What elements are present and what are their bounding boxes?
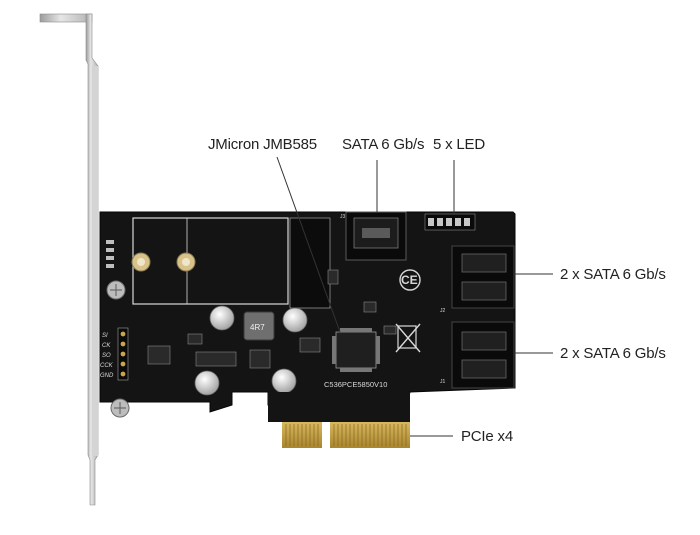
sata-port-group-1-connector bbox=[451, 245, 515, 309]
chipset-label: JMicron JMB585 bbox=[208, 136, 317, 153]
callout-line-jmicron bbox=[276, 156, 341, 333]
sata-port-group-2-connector bbox=[451, 321, 515, 389]
silkscreen-text: C536PCE5850V10 4R7 CE SI CK SO CCK GND J… bbox=[100, 214, 446, 389]
led-label: 5 x LED bbox=[433, 136, 485, 153]
part-number-marking: C536PCE5850V10 bbox=[324, 380, 387, 389]
compliance-marks bbox=[395, 269, 421, 353]
sata-port-group-1-label: 2 x SATA 6 Gb/s bbox=[560, 266, 666, 283]
mounting-bracket bbox=[39, 13, 99, 506]
inductor-marking: 4R7 bbox=[250, 323, 265, 332]
led-header bbox=[424, 213, 476, 231]
connector-j2-marking: J2 bbox=[440, 308, 446, 314]
ce-mark: CE bbox=[401, 273, 418, 287]
left-led-array bbox=[106, 240, 114, 268]
sata-port-group-2-label: 2 x SATA 6 Gb/s bbox=[560, 345, 666, 362]
pcie-label: PCIe x4 bbox=[461, 428, 513, 445]
pin-label-gnd: GND bbox=[100, 373, 114, 379]
controller-chip bbox=[332, 328, 380, 372]
internal-sata-connector bbox=[345, 211, 407, 261]
pin-label-cck: CCK bbox=[100, 363, 114, 369]
connector-j1-marking: J1 bbox=[440, 379, 446, 385]
inductor bbox=[243, 311, 275, 341]
pin-label-si: SI bbox=[102, 333, 108, 339]
pin-label-ck: CK bbox=[102, 343, 111, 349]
small-components bbox=[147, 269, 397, 369]
mounting-holes bbox=[106, 252, 196, 418]
capacitors bbox=[194, 305, 308, 396]
pcie-gold-fingers bbox=[268, 392, 410, 448]
pin-label-so: SO bbox=[102, 353, 111, 359]
connector-j3-marking: J3 bbox=[340, 214, 346, 220]
callout-lines bbox=[276, 156, 553, 437]
internal-sata-label: SATA 6 Gb/s bbox=[342, 136, 425, 153]
pin-header bbox=[117, 327, 129, 381]
